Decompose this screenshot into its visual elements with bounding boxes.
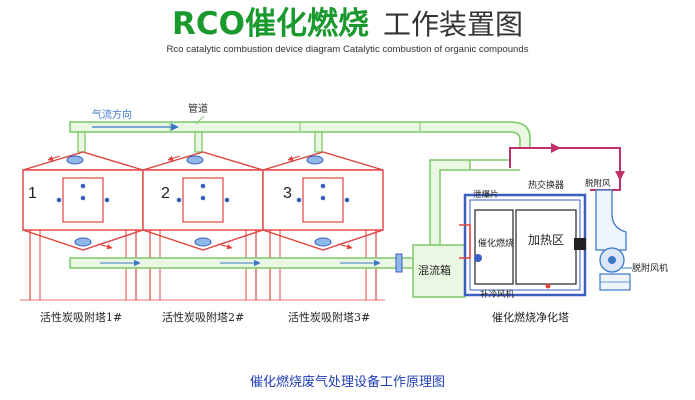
subtitle-english: Rco catalytic combustion device diagram …	[166, 44, 529, 55]
tower-1-number: 1	[28, 185, 37, 202]
tower-2-number: 2	[161, 185, 170, 202]
adsorption-tower-3	[262, 151, 384, 300]
desorption-fan-top-label: 脱附风	[585, 178, 611, 189]
desorption-fan-label: 脱附风机	[632, 262, 668, 274]
tower-3-label: 活性炭吸附塔3#	[288, 310, 370, 324]
top-duct	[69, 121, 531, 149]
explosion-relief-label: 泄爆片	[473, 189, 499, 200]
adsorption-tower-1	[22, 151, 144, 300]
title-main: RCO催化燃烧	[172, 6, 369, 42]
adsorption-tower-2	[142, 151, 264, 300]
page-title: RCO催化燃烧工作装置图	[0, 4, 695, 49]
pipe-label: 管道	[188, 102, 208, 115]
heating-zone-label: 加热区	[528, 233, 564, 247]
tower-1-label: 活性炭吸附塔1#	[40, 310, 122, 324]
tower-flow-arrows	[47, 155, 353, 250]
mixing-box-label: 混流箱	[418, 263, 451, 277]
heat-exchanger-label: 热交换器	[528, 179, 564, 191]
pipe-leader	[195, 115, 205, 125]
makeup-fan-label: 补冷风机	[480, 289, 515, 300]
title-sub: 工作装置图	[382, 8, 523, 41]
bottom-duct	[69, 253, 416, 273]
airflow-label: 气流方向	[92, 108, 132, 121]
tower-riser-pipes	[77, 131, 323, 153]
tower-2-label: 活性炭吸附塔2#	[162, 310, 244, 324]
tower-3-number: 3	[283, 185, 292, 202]
diagram-caption: 催化燃烧废气处理设备工作原理图	[249, 375, 445, 390]
catalytic-bed-label: 催化燃烧	[478, 237, 514, 249]
catalytic-unit	[459, 193, 587, 297]
desorption-fan	[595, 189, 632, 291]
unit-label: 催化燃烧净化塔	[492, 310, 569, 324]
